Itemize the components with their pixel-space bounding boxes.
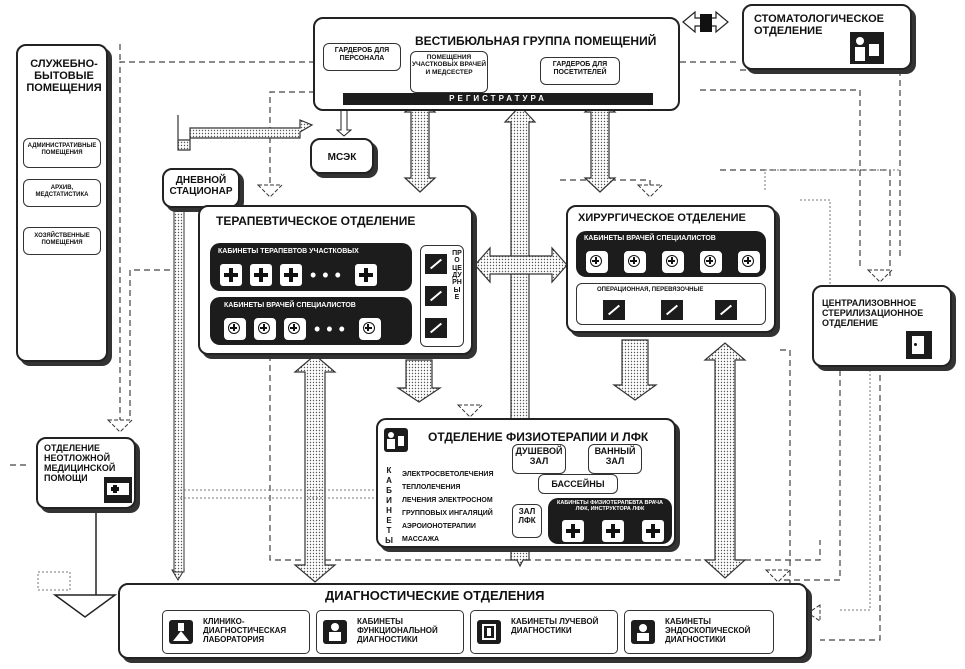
diagnostic-title: ДИАГНОСТИЧЕСКИЕ ОТДЕЛЕНИЯ xyxy=(325,588,545,603)
diagnostic-item-radiology: КАБИНЕТЫ ЛУЧЕВОЙ ДИАГНОСТИКИ xyxy=(470,610,618,654)
medical-circle-icon xyxy=(700,251,722,273)
vestibule-title: ВЕСТИБЮЛЬНАЯ ГРУППА ПОМЕЩЕНИЙ xyxy=(415,34,657,48)
pools: БАССЕЙНЫ xyxy=(538,474,618,494)
registry-bar: РЕГИСТРАТУРА xyxy=(343,93,653,105)
medical-circle-icon xyxy=(738,251,760,273)
doctor-icon xyxy=(850,32,884,64)
physio-cabinets-label: КАБИНЕТЫ ФИЗИОТЕРАПЕВТА ВРАЧА ЛФК, ИНСТР… xyxy=(556,500,664,513)
doctor-icon xyxy=(384,428,408,452)
physio-item: ЛЕЧЕНИЯ ЭЛЕКТРОСНОМ xyxy=(402,497,493,504)
ellipsis-dots: ••• xyxy=(314,318,351,339)
diagnostic-item-label: КАБИНЕТЫ ЭНДОСКОПИЧЕСКОЙ ДИАГНОСТИКИ xyxy=(665,617,751,645)
physio-item: МАССАЖА xyxy=(402,536,440,543)
msek-block: МСЭК xyxy=(310,138,374,174)
ambulance-icon xyxy=(104,477,132,503)
procedure-panel: ПРОЦЕДУРНЫЕ xyxy=(420,245,464,347)
scalpel-icon xyxy=(715,300,737,320)
physio-cabinets-panel: КАБИНЕТЫ ФИЗИОТЕРАПЕВТА ВРАЧА ЛФК, ИНСТР… xyxy=(548,498,672,544)
operating-label: ОПЕРАЦИОННАЯ, ПЕРЕВЯЗОЧНЫЕ xyxy=(597,287,704,293)
staff-wardrobe: ГАРДЕРОБ ДЛЯ ПЕРСОНАЛА xyxy=(323,43,401,71)
service-title: СЛУЖЕБНО-БЫТОВЫЕ ПОМЕЩЕНИЯ xyxy=(26,58,102,95)
visitor-wardrobe: ГАРДЕРОБ ДЛЯ ПОСЕТИТЕЛЕЙ xyxy=(540,57,620,85)
physio-cabinets-vertical: КАБИНЕТЫ xyxy=(385,466,393,545)
sterilization-block: ЦЕНТРАЛИЗОВННОЕ СТЕРИЛИЗАЦИОННОЕ ОТДЕЛЕН… xyxy=(812,285,952,367)
ellipsis-dots: ••• xyxy=(310,264,347,285)
physio-block: ОТДЕЛЕНИЕ ФИЗИОТЕРАПИИ И ЛФК КАБИНЕТЫ ЭЛ… xyxy=(376,418,676,548)
plus-cross-icon xyxy=(220,264,242,286)
procedure-label: ПРОЦЕДУРНЫЕ xyxy=(452,250,462,302)
day-hospital-block: ДНЕВНОЙ СТАЦИОНАР xyxy=(162,168,240,208)
diagnostic-item-label: КЛИНИКО-ДИАГНОСТИЧЕСКАЯ ЛАБОРАТОРИЯ xyxy=(203,617,287,645)
scalpel-icon xyxy=(603,300,625,320)
surgery-specialist-label: КАБИНЕТЫ ВРАЧЕЙ СПЕЦИАЛИСТОВ xyxy=(584,235,716,242)
shower-hall: ДУШЕВОЙ ЗАЛ xyxy=(512,444,566,474)
admin-rooms: АДМИНИСТРАТИВНЫЕ ПОМЕЩЕНИЯ xyxy=(23,138,101,168)
operating-panel: ОПЕРАЦИОННАЯ, ПЕРЕВЯЗОЧНЫЕ xyxy=(576,283,766,325)
scalpel-icon xyxy=(425,254,447,274)
diagnostic-item-endoscopy: КАБИНЕТЫ ЭНДОСКОПИЧЕСКОЙ ДИАГНОСТИКИ xyxy=(624,610,774,654)
household-rooms: ХОЗЯЙСТВЕННЫЕ ПОМЕЩЕНИЯ xyxy=(23,227,101,255)
plus-cross-icon xyxy=(642,520,664,542)
plus-cross-icon xyxy=(250,264,272,286)
surgery-block: ХИРУРГИЧЕСКОЕ ОТДЕЛЕНИЕ КАБИНЕТЫ ВРАЧЕЙ … xyxy=(566,205,776,333)
scalpel-icon xyxy=(661,300,683,320)
therapy-block: ТЕРАПЕВТИЧЕСКОЕ ОТДЕЛЕНИЕ КАБИНЕТЫ ТЕРАП… xyxy=(198,205,473,355)
emergency-block: ОТДЕЛЕНИЕ НЕОТЛОЖНОЙ МЕДИЦИНСКОЙ ПОМОЩИ xyxy=(36,437,136,509)
medical-circle-icon xyxy=(662,251,684,273)
medical-circle-icon xyxy=(586,251,608,273)
archive-rooms: АРХИВ, МЕДСТАТИСТИКА xyxy=(23,179,101,207)
therapy-title: ТЕРАПЕВТИЧЕСКОЕ ОТДЕЛЕНИЕ xyxy=(216,214,416,228)
physio-item: ТЕПЛОЛЕЧЕНИЯ xyxy=(402,484,461,491)
district-cabinets-label: КАБИНЕТЫ ТЕРАПЕВТОВ УЧАСТКОВЫХ xyxy=(218,248,359,255)
scalpel-icon xyxy=(425,286,447,306)
diagnostic-item-label: КАБИНЕТЫ ФУНКЦИОНАЛЬНОЙ ДИАГНОСТИКИ xyxy=(357,617,438,645)
dental-title: СТОМАТОЛОГИЧЕСКОЕ ОТДЕЛЕНИЕ xyxy=(754,13,884,38)
district-rooms: ПОМЕЩЕНИЯ УЧАСТКОВЫХ ВРАЧЕЙ И МЕДСЕСТЕР xyxy=(410,51,488,93)
emergency-title: ОТДЕЛЕНИЕ НЕОТЛОЖНОЙ МЕДИЦИНСКОЙ ПОМОЩИ xyxy=(44,443,116,483)
physio-item: ЭЛЕКТРОСВЕТОЛЕЧЕНИЯ xyxy=(402,471,494,478)
diagnostic-item-label: КАБИНЕТЫ ЛУЧЕВОЙ ДИАГНОСТИКИ xyxy=(511,617,599,636)
door-icon xyxy=(906,331,932,359)
physio-list: ЭЛЕКТРОСВЕТОЛЕЧЕНИЯ ТЕПЛОЛЕЧЕНИЯ ЛЕЧЕНИЯ… xyxy=(402,468,493,546)
doctor-icon xyxy=(323,620,347,644)
medical-circle-icon xyxy=(254,318,276,340)
diagnostic-item-lab: КЛИНИКО-ДИАГНОСТИЧЕСКАЯ ЛАБОРАТОРИЯ xyxy=(162,610,310,654)
medical-circle-icon xyxy=(624,251,646,273)
vestibule-block: ВЕСТИБЮЛЬНАЯ ГРУППА ПОМЕЩЕНИЙ ГАРДЕРОБ Д… xyxy=(313,17,680,111)
scalpel-icon xyxy=(425,318,447,338)
medical-circle-icon xyxy=(358,318,381,340)
lfk-hall: ЗАЛ ЛФК xyxy=(512,504,542,538)
dental-block: СТОМАТОЛОГИЧЕСКОЕ ОТДЕЛЕНИЕ xyxy=(742,4,912,70)
district-cabinets-panel: КАБИНЕТЫ ТЕРАПЕВТОВ УЧАСТКОВЫХ ••• xyxy=(210,243,412,291)
therapy-specialist-panel: КАБИНЕТЫ ВРАЧЕЙ СПЕЦИАЛИСТОВ ••• xyxy=(210,297,412,345)
flask-icon xyxy=(169,620,193,644)
endoscope-icon xyxy=(631,620,655,644)
xray-icon xyxy=(477,620,501,644)
plus-cross-icon xyxy=(602,520,624,542)
physio-title: ОТДЕЛЕНИЕ ФИЗИОТЕРАПИИ И ЛФК xyxy=(428,430,649,444)
plus-cross-icon xyxy=(354,264,377,286)
diagnostic-item-functional: КАБИНЕТЫ ФУНКЦИОНАЛЬНОЙ ДИАГНОСТИКИ xyxy=(316,610,464,654)
surgery-specialist-panel: КАБИНЕТЫ ВРАЧЕЙ СПЕЦИАЛИСТОВ xyxy=(576,231,766,277)
medical-circle-icon xyxy=(284,318,306,340)
therapy-specialist-label: КАБИНЕТЫ ВРАЧЕЙ СПЕЦИАЛИСТОВ xyxy=(224,302,356,309)
physio-item: АЭРОИОНОТЕРАПИИ xyxy=(402,523,476,530)
bath-hall: ВАННЫЙ ЗАЛ xyxy=(588,444,642,474)
sterilization-title: ЦЕНТРАЛИЗОВННОЕ СТЕРИЛИЗАЦИОННОЕ ОТДЕЛЕН… xyxy=(822,298,924,328)
surgery-title: ХИРУРГИЧЕСКОЕ ОТДЕЛЕНИЕ xyxy=(578,212,746,224)
physio-item: ГРУППОВЫХ ИНГАЛЯЦИЙ xyxy=(402,510,493,517)
plus-cross-icon xyxy=(280,264,302,286)
plus-cross-icon xyxy=(562,520,584,542)
service-block: СЛУЖЕБНО-БЫТОВЫЕ ПОМЕЩЕНИЯ АДМИНИСТРАТИВ… xyxy=(16,44,108,362)
medical-circle-icon xyxy=(224,318,246,340)
